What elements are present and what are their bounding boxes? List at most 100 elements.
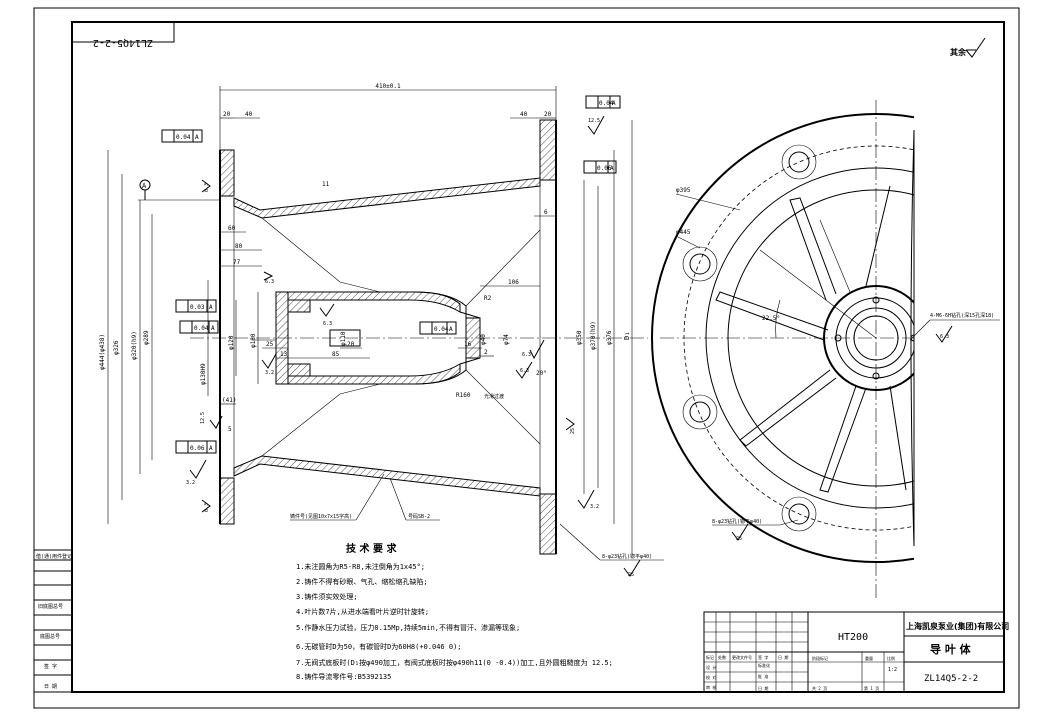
svg-text:A: A <box>142 182 147 190</box>
dim-right-20: 20 <box>544 111 552 118</box>
svg-text:φ120: φ120 <box>228 335 235 350</box>
leader-casting-mark: 铸件号(见图10x7x15字高) <box>290 513 352 520</box>
svg-text:共 2 页: 共 2 页 <box>812 685 827 691</box>
svg-text:11: 11 <box>322 181 330 188</box>
svg-text:6.3: 6.3 <box>204 503 210 512</box>
svg-text:重量: 重量 <box>865 655 873 661</box>
roughness-note-text: 其余 <box>950 47 967 57</box>
note-tapped-holes: 4-M6-6H钻孔(深15孔深18) <box>930 312 994 319</box>
dim-left-20: 20 <box>223 111 231 118</box>
material: HT200 <box>838 632 868 643</box>
dim-overall-length: 410±0.1 <box>375 83 401 90</box>
tolerance-frame-left-4: 0.06 A <box>175 440 217 454</box>
tech-req-item: 7.无阀式底板时(D₁按φ490加工，有阀式底板时按φ490h11(0 -0.4… <box>296 658 613 667</box>
svg-text:R2: R2 <box>484 295 492 302</box>
svg-text:φ326: φ326 <box>113 340 120 355</box>
tech-req-title: 技 术 要 求 <box>346 542 397 555</box>
svg-text:6.3: 6.3 <box>940 334 949 340</box>
svg-text:6.3: 6.3 <box>522 352 531 358</box>
tech-req-item: 6.无碳管时D为50，有碳管时D为60H8(+0.046 0); <box>296 642 462 651</box>
svg-text:处数: 处数 <box>718 654 726 660</box>
svg-text:85: 85 <box>332 351 340 358</box>
tech-req-item: 5.作静水压力试验，压力0.15Mp,持续5min,不得有冒汗、渗漏等现象; <box>296 623 520 632</box>
svg-text:6.3: 6.3 <box>520 368 529 374</box>
right-flange-bottom <box>539 493 557 555</box>
svg-text:13: 13 <box>280 351 288 358</box>
left-flange-top <box>219 149 235 197</box>
svg-text:D₁: D₁ <box>623 332 631 340</box>
dim-left-40: 40 <box>245 111 253 118</box>
hub-wall-bottom <box>287 363 461 385</box>
svg-text:日 期: 日 期 <box>778 654 788 660</box>
svg-text:0.04: 0.04 <box>434 326 449 333</box>
wall-bottom <box>233 455 541 497</box>
inner-border <box>71 21 1005 693</box>
svg-text:A: A <box>209 445 213 452</box>
svg-text:日 期: 日 期 <box>44 684 57 690</box>
svg-text:φ370(h9): φ370(h9) <box>590 321 597 350</box>
svg-text:106: 106 <box>508 279 519 286</box>
svg-text:22.5°: 22.5° <box>762 315 780 322</box>
svg-text:φ180: φ180 <box>250 333 257 348</box>
svg-text:签 字: 签 字 <box>44 663 57 670</box>
svg-text:A: A <box>449 326 453 333</box>
drawing-number: ZL14Q5-2-2 <box>924 674 978 684</box>
svg-text:0.04: 0.04 <box>599 100 614 107</box>
svg-text:旧底图总号: 旧底图总号 <box>38 603 63 610</box>
svg-text:6.3: 6.3 <box>265 279 274 285</box>
tolerance-frame-top-left: 0.04 A <box>161 129 203 143</box>
svg-text:日 期: 日 期 <box>758 685 768 691</box>
tech-req-item: 8.铸件导流零件号:B5392135 <box>296 672 391 681</box>
svg-text:0.06: 0.06 <box>597 165 612 172</box>
svg-text:60: 60 <box>228 225 236 232</box>
tolerance-frame-left-3: 0.04 A <box>179 320 219 334</box>
svg-text:0.06: 0.06 <box>190 445 205 452</box>
leader-bolt-holes: 8-φ23钻孔(锪平φ40) <box>602 553 652 560</box>
svg-text:φ40: φ40 <box>480 334 487 345</box>
tolerance-frame-left-2: 0.03 A <box>175 299 217 313</box>
tolerance-frame-right-flange: 0.06 A <box>583 160 617 174</box>
svg-text:φ110: φ110 <box>340 331 347 346</box>
mirrored-number-box: ZL14Q5-2-2 <box>71 21 175 48</box>
title-block: 标记 处数 更改文件号 签 字 日 期 设 计 校 对 审 核 标准化 批 准 … <box>703 611 1009 693</box>
svg-text:20: 20 <box>347 341 355 348</box>
svg-text:审 核: 审 核 <box>706 684 716 690</box>
right-flange-top <box>539 119 557 181</box>
svg-text:6.3: 6.3 <box>323 321 332 327</box>
svg-text:25: 25 <box>266 341 274 348</box>
mirrored-drawing-number: ZL14Q5-2-2 <box>93 37 153 48</box>
scale-value: 1:2 <box>888 667 897 673</box>
svg-text:阶段标记: 阶段标记 <box>812 655 828 661</box>
svg-text:3.2: 3.2 <box>265 370 274 376</box>
svg-text:底图总号: 底图总号 <box>40 633 60 640</box>
guide-vanes <box>715 185 907 493</box>
svg-text:φ376: φ376 <box>606 330 613 345</box>
svg-text:A: A <box>209 304 213 311</box>
technical-requirements: 技 术 要 求 1.未注圆角为R5-R8,未注倒角为1x45°; 2.铸件不得有… <box>296 542 613 681</box>
svg-text:标记: 标记 <box>706 654 714 660</box>
svg-text:16: 16 <box>464 341 472 348</box>
note-end-holes: 8-φ23钻孔(锪平φ40) <box>712 518 762 525</box>
left-side-column: 借(通)用件登记 旧底图总号 底图总号 签 字 日 期 <box>33 549 73 693</box>
tech-req-item: 3.铸件须实效处理; <box>296 592 358 601</box>
svg-text:20°: 20° <box>536 370 547 377</box>
tolerance-frame-top-right: 0.04 A <box>585 95 621 109</box>
svg-text:借(通)用件登记: 借(通)用件登记 <box>36 553 72 560</box>
tech-req-item: 1.未注圆角为R5-R8,未注倒角为1x45°; <box>296 562 425 571</box>
dim-dia-444: φ444(φ438) <box>99 334 106 370</box>
end-view: φ395 φ445 22.5° 4-M6-6H钻孔(深15孔深18) 6.3 8… <box>651 100 1000 600</box>
tech-req-item: 4.叶片数7片,从进水端看叶片逆时针旋转; <box>296 607 429 616</box>
svg-text:6.3: 6.3 <box>204 183 210 192</box>
svg-text:25: 25 <box>570 428 576 434</box>
svg-text:77: 77 <box>233 259 241 266</box>
leader-code: 号码SB-2 <box>408 513 430 520</box>
svg-text:3.2: 3.2 <box>590 504 599 510</box>
svg-text:80: 80 <box>235 243 243 250</box>
dim-dia-395: φ395 <box>676 187 691 194</box>
svg-text:0.04: 0.04 <box>194 325 209 332</box>
svg-text:校 对: 校 对 <box>706 674 716 680</box>
svg-text:比例: 比例 <box>887 655 895 661</box>
company-name: 上海凯泉泵业(集团)有限公司 <box>906 621 1009 631</box>
